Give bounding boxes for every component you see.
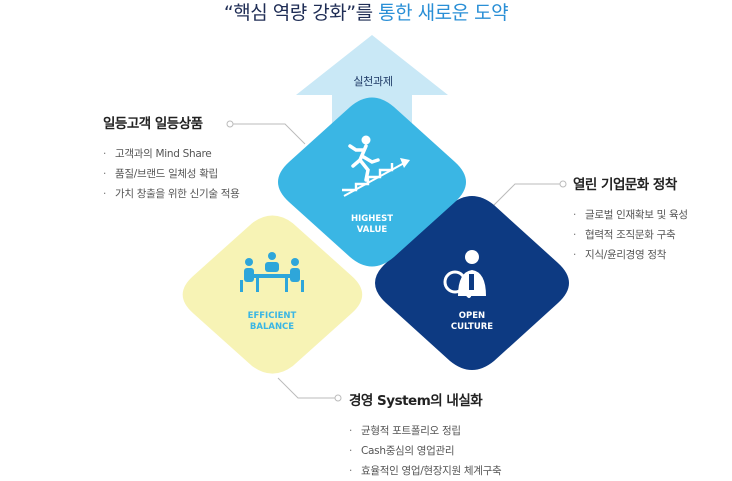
efficient-balance-label: EFFICIENT BALANCE bbox=[227, 311, 317, 333]
highest-value-label-line2: VALUE bbox=[356, 225, 388, 235]
climbing-stairs-icon bbox=[342, 135, 410, 197]
person-magnifier-icon bbox=[443, 250, 486, 298]
open-culture-label: OPEN CULTURE bbox=[427, 311, 517, 333]
efficient-balance-diamond bbox=[182, 215, 363, 374]
block-list: 글로벌 인재확보 및 육성 협력적 조직문화 구축 지식/윤리경영 정착 bbox=[573, 205, 688, 265]
page-title: “핵심 역량 강화”를 통한 새로운 도약 bbox=[0, 0, 732, 26]
list-item: Cash중심의 영업관리 bbox=[349, 441, 501, 461]
list-item: 글로벌 인재확보 및 육성 bbox=[573, 205, 688, 225]
title-quote-part: “핵심 역량 강화”를 bbox=[223, 2, 373, 24]
arrow-label: 실천과제 bbox=[353, 75, 393, 88]
block-right: 열린 기업문화 정착 글로벌 인재확보 및 육성 협력적 조직문화 구축 지식/… bbox=[573, 176, 688, 265]
block-bottom: 경영 System의 내실화 균형적 포트폴리오 정립 Cash중심의 영업관리… bbox=[349, 392, 502, 481]
block-heading: 일등고객 일등상품 bbox=[103, 116, 203, 132]
block-heading: 경영 System의 내실화 bbox=[349, 393, 483, 409]
list-item: 지식/윤리경영 정착 bbox=[573, 245, 688, 265]
connector-lines bbox=[226, 120, 567, 402]
title-highlight-part: 통한 새로운 도약 bbox=[378, 2, 509, 24]
list-item: 협력적 조직문화 구축 bbox=[573, 225, 688, 245]
list-item: 균형적 포트폴리오 정립 bbox=[349, 421, 501, 441]
highest-value-diamond bbox=[278, 97, 466, 267]
open-culture-label-line2: CULTURE bbox=[450, 322, 494, 332]
highest-value-label-line1: HIGHEST bbox=[350, 214, 394, 224]
block-top-left: 일등고객 일등상품 고객과의 Mind Share 품질/브랜드 일체성 확립 … bbox=[103, 115, 240, 204]
block-list: 고객과의 Mind Share 품질/브랜드 일체성 확립 가치 창출을 위한 … bbox=[103, 144, 240, 204]
block-list: 균형적 포트폴리오 정립 Cash중심의 영업관리 효율적인 영업/현장지원 체… bbox=[349, 421, 502, 481]
meeting-table-icon bbox=[240, 252, 304, 292]
highest-value-label: HIGHEST VALUE bbox=[327, 214, 417, 236]
efficient-balance-label-line1: EFFICIENT bbox=[247, 311, 297, 321]
list-item: 효율적인 영업/현장지원 체계구축 bbox=[349, 461, 502, 481]
list-item: 품질/브랜드 일체성 확립 bbox=[103, 164, 239, 184]
open-culture-label-line1: OPEN bbox=[458, 311, 486, 321]
up-arrow bbox=[296, 35, 448, 140]
efficient-balance-label-line2: BALANCE bbox=[249, 322, 295, 332]
list-item: 가치 창출을 위한 신기술 적용 bbox=[103, 184, 240, 204]
block-heading: 열린 기업문화 정착 bbox=[573, 177, 677, 193]
list-item: 고객과의 Mind Share bbox=[103, 144, 239, 164]
